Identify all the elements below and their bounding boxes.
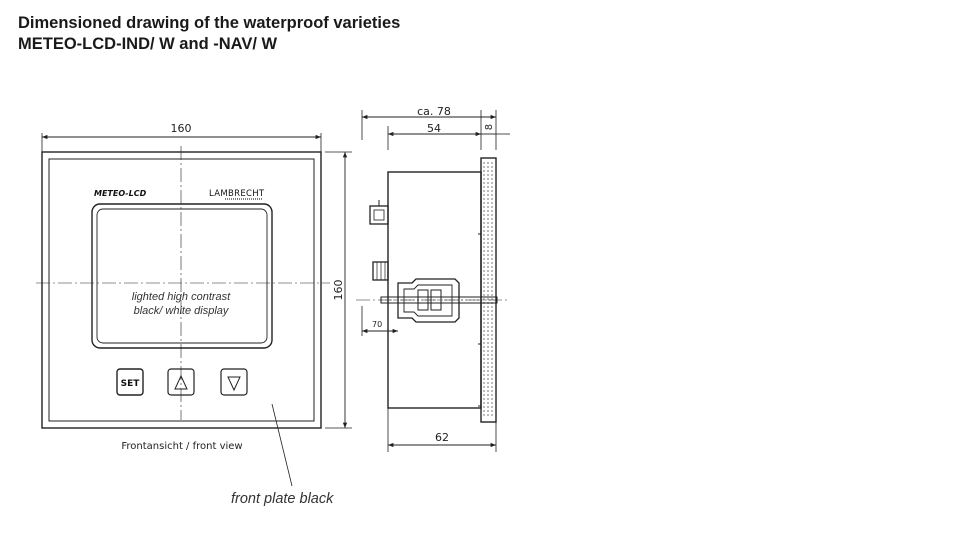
- brand-logo-left: METEO-LCD: [94, 189, 147, 198]
- front-plate-side: [480, 157, 497, 423]
- side-bottom-label: 62: [435, 431, 449, 444]
- callout-leader-line: [271, 403, 293, 487]
- connector-middle: [372, 261, 389, 281]
- display-description-line2: black/ white display: [134, 305, 230, 317]
- set-button: [116, 368, 144, 396]
- front-height-label: 160: [332, 280, 345, 301]
- display-description-line1: lighted high contrast: [132, 291, 231, 303]
- front-view: [36, 133, 352, 487]
- front-plate-outer: [41, 151, 322, 429]
- side-plate-label: 8: [484, 124, 495, 130]
- set-button-label: SET: [121, 379, 141, 389]
- side-total-label: ca. 78: [417, 105, 451, 118]
- bracket-dimension-label: 70: [372, 320, 382, 329]
- display-window-inner: [96, 208, 268, 344]
- page-title: Dimensioned drawing of the waterproof va…: [18, 14, 401, 32]
- front-plate-inner: [48, 158, 315, 422]
- page-subtitle: METEO-LCD-IND/ W and -NAV/ W: [18, 35, 278, 53]
- up-button: [167, 368, 195, 396]
- up-arrow-icon: [174, 374, 188, 390]
- front-plate-callout: front plate black: [231, 491, 334, 507]
- down-button: [220, 368, 248, 396]
- down-arrow-icon: [227, 376, 241, 392]
- display-window-outer: [91, 203, 273, 349]
- side-body-label: 54: [427, 122, 441, 135]
- front-width-label: 160: [171, 122, 192, 135]
- front-view-caption: Frontansicht / front view: [121, 441, 242, 452]
- side-view: [356, 110, 510, 452]
- connector-top: [369, 205, 389, 225]
- mounting-bracket: [397, 278, 460, 323]
- brand-logo-right: LAMBRECHT: [209, 189, 265, 199]
